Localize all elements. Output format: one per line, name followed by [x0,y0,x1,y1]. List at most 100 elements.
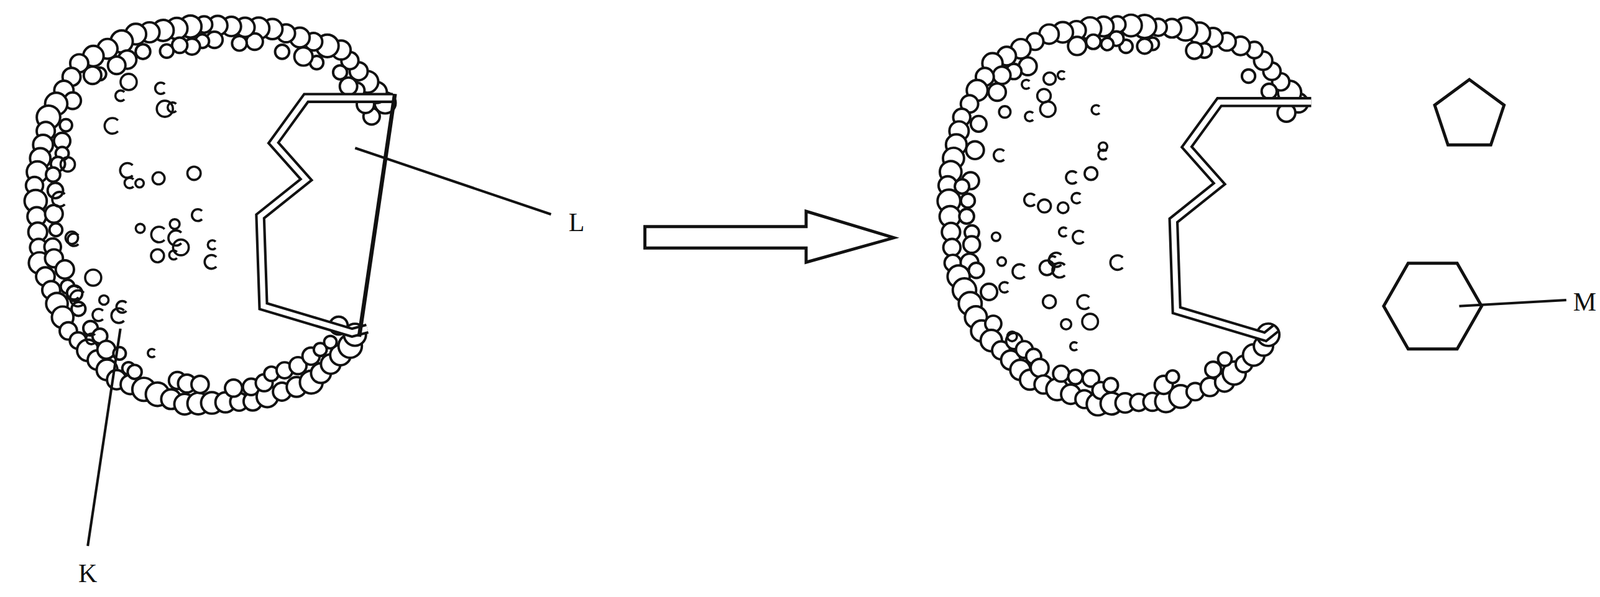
molecule-detail [1061,319,1072,331]
molecule-bead [49,223,63,237]
leader-line [87,328,121,547]
molecule-detail [1039,260,1055,276]
molecule-detail [1057,70,1065,79]
molecule-bead [993,66,1011,84]
molecule-detail [115,90,125,102]
molecule-detail [1077,295,1090,310]
molecule-detail [85,269,102,286]
molecule-detail [169,219,180,230]
enzyme [24,15,396,415]
molecule-detail [1072,231,1085,245]
molecule-detail [187,166,201,180]
molecule-detail [1039,101,1056,117]
molecule-detail [124,177,134,189]
molecule-detail [147,349,155,358]
molecule-detail [204,255,217,270]
molecule-detail [1037,88,1052,103]
molecule-bead [275,44,290,60]
enzyme-group [24,14,1308,416]
molecule-bead [1136,38,1152,54]
molecule-detail [1071,193,1081,204]
molecule-detail [1025,111,1034,122]
molecule-detail [67,233,79,247]
part-label: M [1573,289,1597,316]
part-label: K [78,560,97,587]
molecule-bead [970,116,987,132]
molecule-bead [83,66,102,84]
molecule-detail [151,249,165,263]
molecule-bead [980,284,998,301]
substrate-edge [359,93,395,337]
molecule-bead [965,141,984,160]
molecule-bead [135,44,151,60]
molecule-detail [993,149,1005,162]
molecule-detail [70,290,84,307]
reaction-arrow [644,211,894,263]
molecule-detail [152,172,165,185]
molecule-bead [294,47,313,66]
molecule-bead [968,262,984,278]
molecule-bead [988,83,1006,101]
molecule-bead [960,193,975,208]
molecule-detail [1098,149,1108,160]
molecule-bead [159,44,174,58]
molecule-detail [1012,264,1026,279]
molecule-detail [99,295,109,305]
molecule-detail [992,232,1001,242]
molecule-detail [1059,227,1067,237]
molecule-detail [1057,202,1069,214]
molecule-bead [231,36,247,51]
molecule-bead [108,56,126,74]
molecule-detail [60,157,75,172]
molecule-detail [1091,105,1100,115]
molecule-detail [116,301,127,314]
molecule-detail [85,333,96,345]
molecule-detail [1038,199,1052,213]
leader-line [354,147,551,215]
molecule-detail [135,223,145,234]
molecule-bead [963,236,981,253]
molecule-detail [1084,167,1098,181]
molecule-detail [104,118,118,134]
molecule-bead [959,208,975,224]
molecule-bead [1241,69,1256,83]
molecule-detail [120,73,137,91]
molecule-bead [1261,83,1277,99]
enzyme [937,14,1308,416]
molecule-bead [1100,37,1114,51]
substrate-outer [260,98,393,334]
molecule-bead [45,167,61,183]
molecule-bead [225,379,243,398]
molecule-bead [1103,378,1118,393]
molecule-detail [1043,295,1057,309]
molecule-detail [151,226,165,243]
molecule-bead [1166,370,1179,383]
molecule-bead [323,336,337,349]
leader-line [1458,300,1566,307]
molecule-detail [998,106,1011,118]
substrate-inner [260,98,393,334]
molecule-bead [47,182,64,199]
molecule-bead [1085,34,1101,50]
product-pentagon [1434,79,1505,145]
molecule-detail [1007,331,1017,342]
molecule-detail [1082,313,1098,330]
molecule-bead [127,364,142,380]
molecule-detail [111,308,124,324]
molecule-bead [1186,42,1203,60]
part-label: L [568,209,585,236]
molecule-detail [1043,72,1057,86]
molecule-detail [52,192,65,207]
molecule-detail [997,257,1007,267]
molecule-bead [340,77,358,96]
molecule-bead [55,260,74,279]
molecule-bead [1052,366,1070,383]
molecule-detail [119,163,133,179]
molecule-bead [1067,369,1083,385]
active-site-inner [1173,101,1312,337]
molecule-bead [333,65,347,79]
molecule-bead [1030,359,1049,378]
molecule-bead [191,376,209,394]
